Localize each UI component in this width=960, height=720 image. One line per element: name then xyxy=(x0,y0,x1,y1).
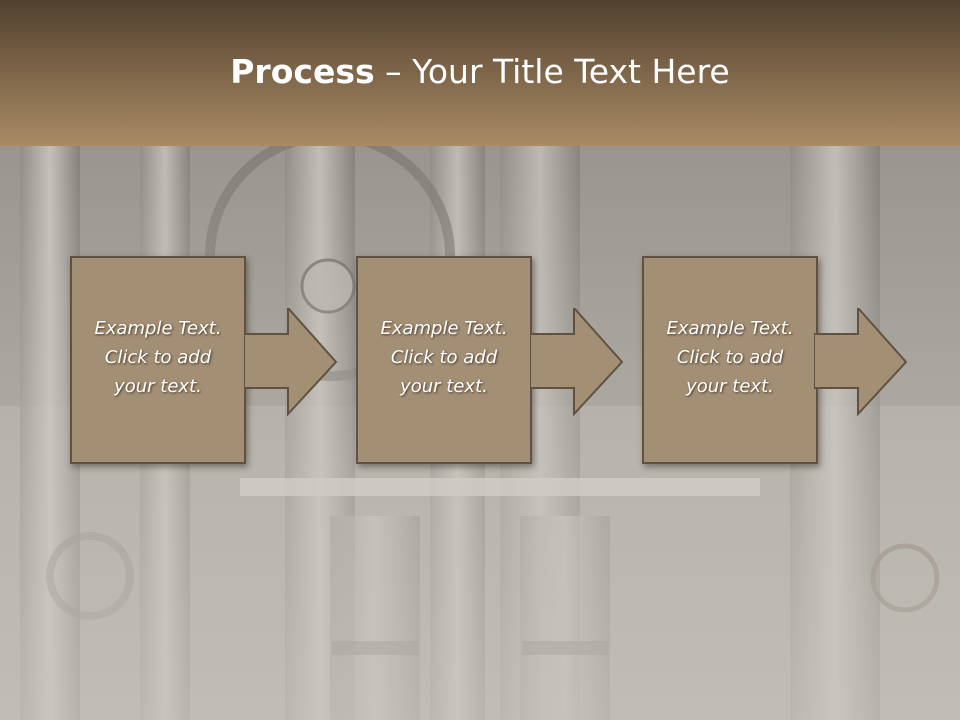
step-text-line: your text. xyxy=(114,376,202,397)
step-text-line: Click to add xyxy=(104,347,212,368)
step-text-2[interactable]: Example Text. Click to add your text. xyxy=(358,314,530,401)
title-bar xyxy=(0,0,960,146)
slide-title[interactable]: Process – Your Title Text Here xyxy=(0,52,960,91)
step-text-line: Click to add xyxy=(676,347,784,368)
step-text-line: your text. xyxy=(400,376,488,397)
process-step-box-3[interactable]: Example Text. Click to add your text. xyxy=(642,256,818,464)
right-arrow-icon xyxy=(814,308,908,416)
process-step-box-2[interactable]: Example Text. Click to add your text. xyxy=(356,256,532,464)
step-text-1[interactable]: Example Text. Click to add your text. xyxy=(72,314,244,401)
right-arrow-icon xyxy=(244,308,338,416)
step-text-line: Example Text. xyxy=(666,318,794,339)
slide-title-bold: Process xyxy=(230,52,375,91)
step-text-3[interactable]: Example Text. Click to add your text. xyxy=(644,314,816,401)
right-arrow-icon xyxy=(530,308,624,416)
process-step-box-1[interactable]: Example Text. Click to add your text. xyxy=(70,256,246,464)
slide-title-rest: – Your Title Text Here xyxy=(374,52,730,91)
step-text-line: Click to add xyxy=(390,347,498,368)
step-text-line: your text. xyxy=(686,376,774,397)
step-text-line: Example Text. xyxy=(380,318,508,339)
step-text-line: Example Text. xyxy=(94,318,222,339)
